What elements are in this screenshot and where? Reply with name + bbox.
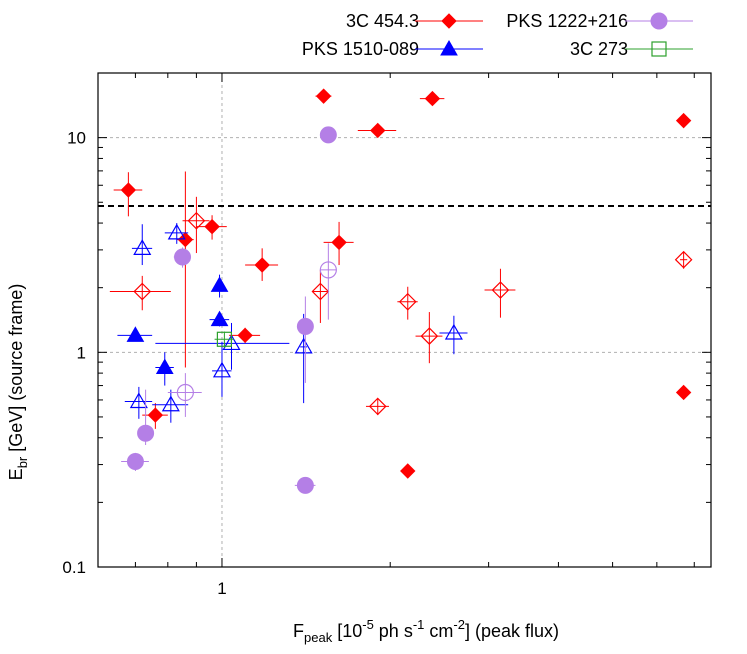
data-point-filled — [174, 248, 192, 266]
y-axis-label-main: E — [6, 468, 26, 480]
x-axis-label-main: F — [293, 621, 304, 641]
data-point-open — [319, 261, 337, 279]
data-point-open — [161, 395, 180, 412]
x-tick-label: 1 — [217, 579, 226, 598]
data-point-filled — [315, 88, 332, 104]
plot-frame — [97, 72, 712, 568]
legend-marker — [441, 13, 457, 29]
data-point-filled — [675, 112, 692, 129]
legend-marker — [440, 39, 458, 56]
data-point-filled — [331, 234, 347, 251]
legend-marker — [651, 41, 667, 57]
y-axis-label-rest: [GeV] (source frame) — [6, 284, 26, 457]
data-point-filled — [296, 317, 314, 335]
data-point-open — [187, 211, 206, 230]
data-point-filled — [210, 310, 229, 327]
data-point-filled — [237, 327, 253, 344]
data-point-filled — [254, 257, 270, 273]
x-axis-label-sup2: -1 — [413, 617, 425, 632]
legend-entry: 3C 454.3 — [346, 11, 483, 31]
y-axis-label: Ebr [GeV] (source frame) — [6, 284, 30, 481]
data-point-filled — [126, 453, 144, 471]
legend-entry: 3C 273 — [570, 39, 693, 59]
x-axis-label-rest3: cm — [424, 621, 453, 641]
legend-label: PKS 1510-089 — [302, 39, 419, 59]
data-point-open — [129, 392, 148, 409]
legend-label: 3C 273 — [570, 39, 628, 59]
data-point-open — [212, 361, 232, 378]
legend-entry: PKS 1222+216 — [506, 11, 693, 31]
data-point-open — [294, 337, 313, 354]
x-axis-label-sub: peak — [304, 630, 333, 645]
series-pks-1510-089 — [117, 223, 468, 423]
data-point-open — [222, 334, 241, 351]
series-3c-273 — [214, 331, 234, 348]
series-3c-454-3 — [109, 88, 693, 479]
x-axis-label-rest4: ] (peak flux) — [465, 621, 559, 641]
data-point-filled — [400, 463, 416, 479]
data-point-open — [133, 282, 152, 301]
data-point-open — [133, 239, 152, 255]
data-point-open — [674, 250, 693, 269]
x-axis-label: Fpeak [10-5 ph s-1 cm-2] (peak flux) — [293, 617, 559, 645]
data-point-open — [491, 281, 510, 299]
data-point-open — [176, 383, 194, 402]
data-point-filled — [155, 358, 174, 374]
axis-ticks: 1 0.1 1 10 — [62, 72, 711, 598]
legend-entry: PKS 1510-089 — [302, 39, 483, 59]
data-point-filled — [126, 326, 145, 342]
y-tick-label: 1 — [77, 343, 86, 362]
data-point-open — [444, 323, 463, 340]
x-axis-label-rest: [10 — [332, 621, 362, 641]
y-axis-label-sub: br — [15, 456, 30, 468]
data-point-filled — [424, 90, 441, 107]
data-point-open — [167, 223, 186, 240]
data-points — [109, 88, 693, 494]
legend-label: PKS 1222+216 — [506, 11, 628, 31]
data-point-filled — [296, 476, 314, 494]
data-point-filled — [210, 276, 229, 292]
data-point-filled — [177, 231, 194, 248]
data-point-open — [398, 292, 417, 311]
y-tick-label: 10 — [67, 129, 86, 148]
series-pks-1222-216 — [121, 126, 337, 494]
x-axis-label-rest2: ph s — [374, 621, 413, 641]
data-point-open — [311, 282, 330, 301]
y-tick-label: 0.1 — [62, 558, 86, 577]
data-point-filled — [137, 424, 155, 442]
legend-label: 3C 454.3 — [346, 11, 419, 31]
x-axis-label-sup3: -2 — [453, 617, 465, 632]
data-point-filled — [204, 218, 220, 235]
data-point-open — [368, 397, 387, 416]
data-point-filled — [675, 384, 692, 401]
data-point-filled — [370, 122, 386, 139]
data-point-filled — [120, 182, 137, 198]
data-point-filled — [319, 126, 337, 144]
data-point-filled — [147, 407, 164, 423]
x-axis-label-sup1: -5 — [362, 617, 374, 632]
legend-marker — [650, 12, 668, 30]
data-point-open — [420, 327, 439, 345]
data-point-open — [216, 331, 232, 347]
